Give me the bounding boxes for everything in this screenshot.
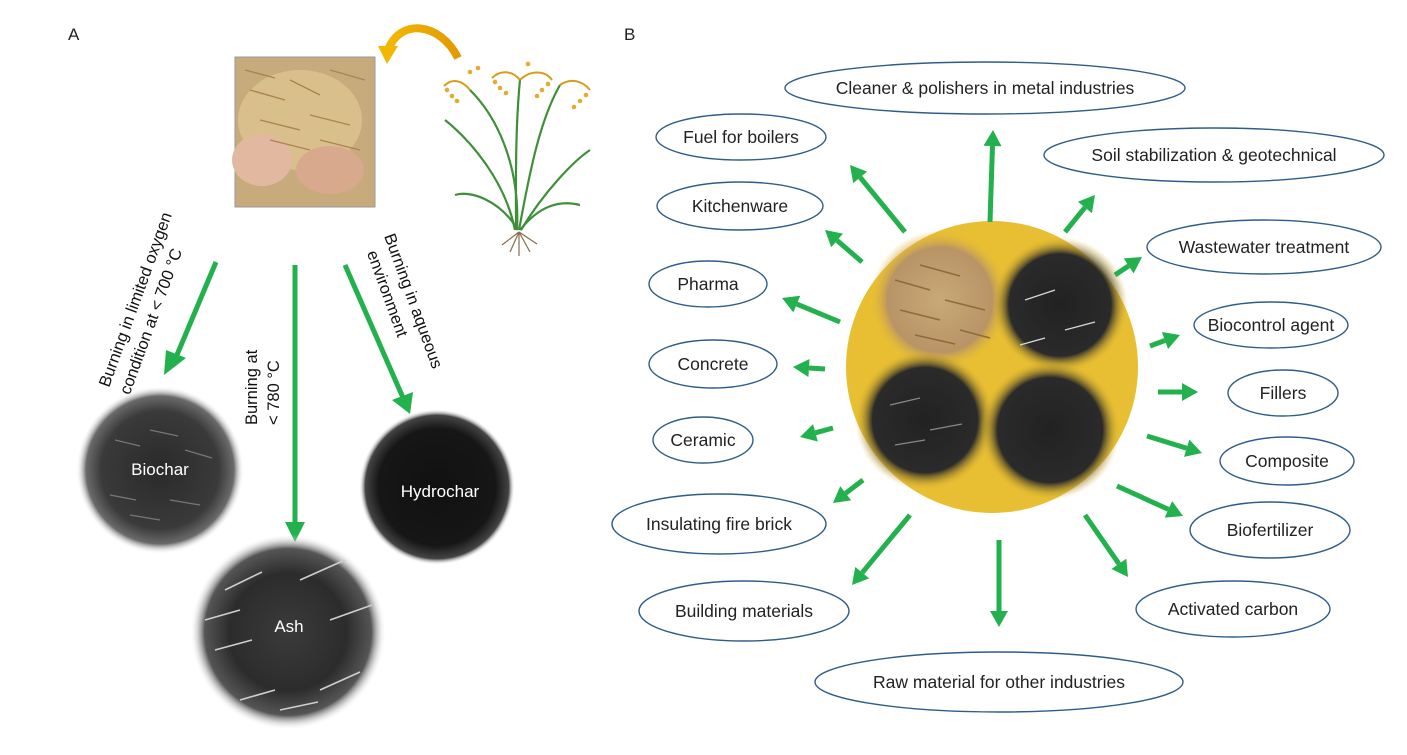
hydrochar-label: Hydrochar <box>401 482 480 501</box>
use-node: Kitchenware <box>656 181 824 231</box>
use-node: Biofertilizer <box>1189 501 1351 559</box>
use-label: Raw material for other industries <box>873 672 1125 692</box>
pathway-label-biochar: Burning in limited oxygen condition at <… <box>96 206 198 397</box>
use-node: Raw material for other industries <box>814 651 1184 713</box>
use-label: Kitchenware <box>692 196 788 216</box>
use-ellipse <box>648 339 778 389</box>
use-label: Wastewater treatment <box>1179 237 1350 257</box>
panel-label-b: B <box>624 25 635 44</box>
use-arrow <box>793 359 826 377</box>
use-label: Composite <box>1245 451 1329 471</box>
rice-husk-photo <box>232 56 376 208</box>
use-label: Fuel for boilers <box>683 127 799 147</box>
use-node: Wastewater treatment <box>1146 219 1382 275</box>
use-label: Biocontrol agent <box>1208 315 1335 335</box>
use-ellipse <box>648 260 768 308</box>
use-ellipse <box>1219 436 1355 486</box>
use-label: Biofertilizer <box>1227 520 1314 540</box>
use-arrow <box>825 230 864 264</box>
use-arrow <box>983 130 1002 223</box>
use-ellipse <box>656 181 824 231</box>
use-node: Insulating fire brick <box>611 493 827 555</box>
pathway-arrow-hydrochar <box>342 263 413 414</box>
use-ellipse <box>784 61 1186 115</box>
use-ellipse <box>611 493 827 555</box>
use-nodes: Cleaner & polishers in metal industriesF… <box>611 61 1385 713</box>
use-node: Concrete <box>648 339 778 389</box>
use-arrow <box>990 540 1008 627</box>
hydrochar-image <box>359 409 515 565</box>
use-node: Fillers <box>1227 369 1339 417</box>
use-arrow <box>1146 433 1202 457</box>
panel-label-a: A <box>68 25 80 44</box>
use-label: Concrete <box>677 354 748 374</box>
use-arrow <box>1158 383 1198 401</box>
rice-plant-icon <box>443 61 591 256</box>
use-label: Fillers <box>1260 383 1307 403</box>
use-arrow <box>1115 483 1183 518</box>
use-node: Cleaner & polishers in metal industries <box>784 61 1186 115</box>
use-ellipse <box>1135 580 1331 638</box>
pathway-label-ash: Burning at < 780 °C <box>243 345 283 425</box>
use-node: Building materials <box>638 580 850 642</box>
use-ellipse <box>1043 127 1385 183</box>
use-node: Fuel for boilers <box>655 113 827 161</box>
use-label: Building materials <box>675 601 813 621</box>
use-arrow <box>1063 195 1095 234</box>
ash-image <box>190 534 386 730</box>
use-ellipse <box>655 113 827 161</box>
use-ellipse <box>1189 501 1351 559</box>
use-ellipse <box>1146 219 1382 275</box>
pathway-arrow-ash <box>285 265 305 542</box>
use-ellipse <box>638 580 850 642</box>
biochar-image <box>76 386 244 554</box>
use-node: Biocontrol agent <box>1193 301 1349 349</box>
center-material-image <box>846 221 1138 513</box>
use-arrow <box>782 295 841 325</box>
use-arrow <box>1149 332 1180 349</box>
use-label: Pharma <box>677 274 739 294</box>
use-node: Soil stabilization & geotechnical <box>1043 127 1385 183</box>
use-node: Activated carbon <box>1135 580 1331 638</box>
use-arrow <box>1113 257 1142 278</box>
use-arrow <box>1082 513 1128 577</box>
use-ellipse <box>652 416 754 464</box>
use-node: Composite <box>1219 436 1355 486</box>
use-arrow <box>800 424 834 442</box>
use-ellipse <box>814 651 1184 713</box>
use-label: Activated carbon <box>1168 599 1298 619</box>
use-label: Cleaner & polishers in metal industries <box>836 78 1135 98</box>
use-node: Pharma <box>648 260 768 308</box>
use-label: Soil stabilization & geotechnical <box>1091 145 1336 165</box>
use-ellipse <box>1227 369 1339 417</box>
use-arrow <box>852 513 912 585</box>
use-arrow <box>850 165 907 234</box>
pathway-arrow-biochar <box>164 261 219 375</box>
biochar-label: Biochar <box>131 460 189 479</box>
use-ellipse <box>1193 301 1349 349</box>
ash-label: Ash <box>274 617 303 636</box>
use-arrow <box>833 478 865 503</box>
pathway-label-hydrochar: Burning in aqueous environment <box>360 231 448 383</box>
use-node: Ceramic <box>652 416 754 464</box>
curved-arrow-icon <box>378 24 462 64</box>
use-arrows <box>782 130 1202 627</box>
use-label: Insulating fire brick <box>646 514 792 534</box>
use-label: Ceramic <box>670 430 735 450</box>
